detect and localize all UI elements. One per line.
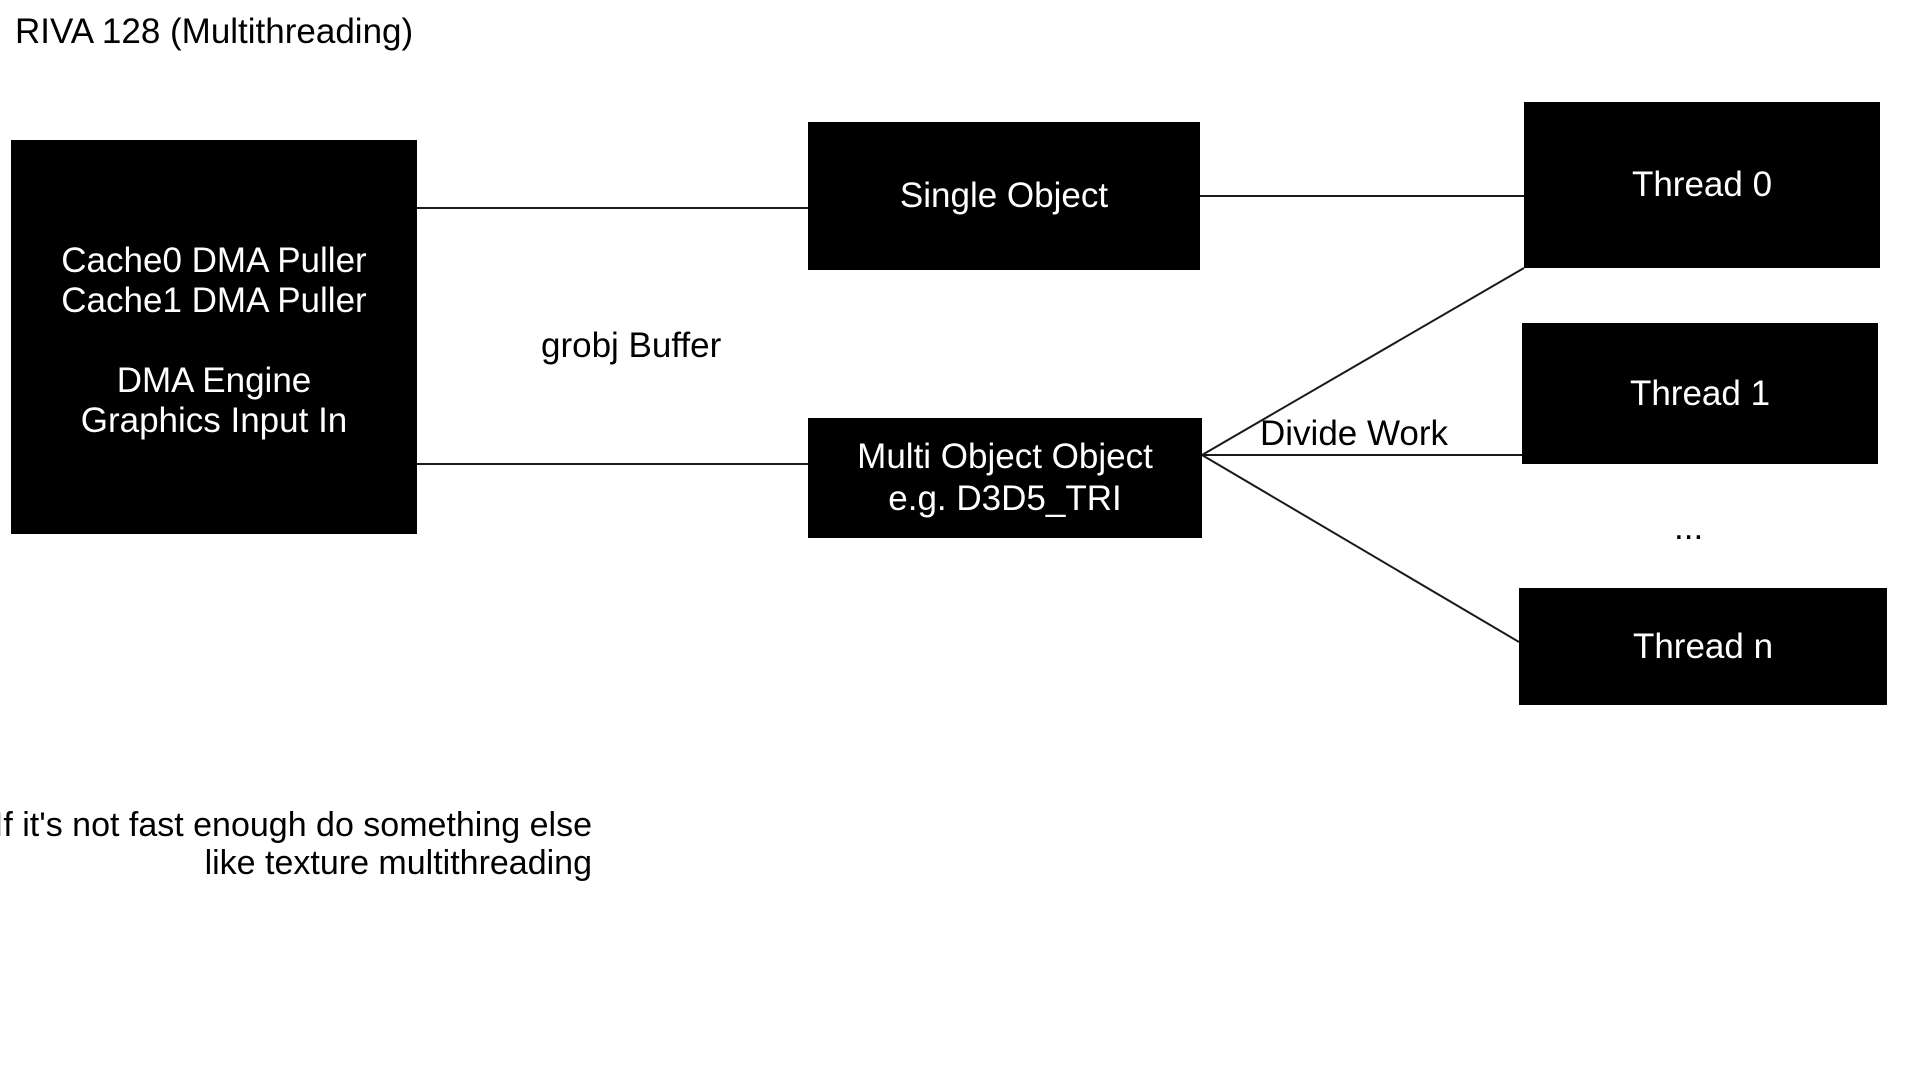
connector-multi-object-to-thread0 bbox=[1201, 267, 1525, 456]
footnote: If it's not fast enough do something els… bbox=[0, 806, 592, 882]
page-title: RIVA 128 (Multithreading) bbox=[15, 12, 414, 51]
dma-puller-box: Cache0 DMA Puller Cache1 DMA Puller DMA … bbox=[11, 140, 417, 534]
footnote-line-1: If it's not fast enough do something els… bbox=[0, 806, 592, 844]
divide-work-label: Divide Work bbox=[1260, 414, 1449, 453]
thread-n-box: Thread n bbox=[1519, 588, 1887, 705]
connector-multi-object-to-threadn bbox=[1201, 454, 1520, 643]
footnote-line-2: like texture multithreading bbox=[204, 844, 592, 882]
single-object-box: Single Object bbox=[808, 122, 1200, 270]
grobj-buffer-label: grobj Buffer bbox=[541, 326, 722, 365]
thread-0-box: Thread 0 bbox=[1524, 102, 1880, 268]
thread-ellipsis: ... bbox=[1674, 508, 1704, 547]
multi-object-box: Multi Object Object e.g. D3D5_TRI bbox=[808, 418, 1202, 538]
thread-1-box: Thread 1 bbox=[1522, 323, 1878, 464]
